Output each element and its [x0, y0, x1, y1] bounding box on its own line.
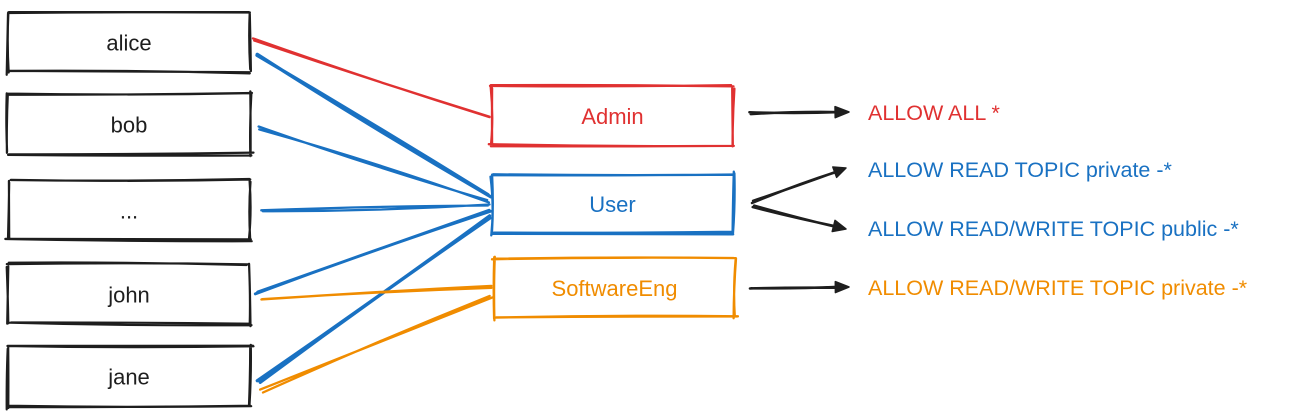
arrow-user-allow-read-private — [750, 166, 847, 205]
role-node-label: User — [589, 192, 635, 217]
user-node-label: bob — [111, 113, 148, 138]
edge-john-user — [253, 208, 493, 296]
user-node-label: john — [107, 283, 150, 308]
arrow-shaft — [751, 204, 840, 229]
arrowhead-icon — [834, 280, 850, 294]
edge-alice-user — [255, 52, 493, 199]
user-node-box — [5, 261, 253, 328]
edge-jane-user — [255, 214, 492, 384]
user-node-bob: bob — [5, 90, 255, 158]
user-node-label: ... — [120, 199, 138, 224]
arrow-admin-allow-all — [748, 105, 850, 119]
role-node-box — [490, 255, 740, 322]
user-node-box — [5, 90, 255, 158]
user-node-alice: alice — [5, 11, 252, 76]
user-node-jane: jane — [5, 343, 255, 411]
arrow-shaft — [750, 169, 840, 205]
user-node-label: alice — [106, 31, 151, 56]
permission-label-allow-all: ALLOW ALL * — [868, 101, 1000, 125]
user-node-john: john — [5, 261, 253, 328]
role-node-label: Admin — [581, 104, 643, 129]
permission-label-allow-rw-public: ALLOW READ/WRITE TOPIC public -* — [868, 217, 1239, 241]
edge-alice-admin — [251, 37, 491, 119]
role-node-box — [489, 170, 736, 237]
permission-label-allow-rw-private: ALLOW READ/WRITE TOPIC private -* — [868, 276, 1248, 300]
arrow-softwareeng-allow-rw-private — [748, 280, 850, 294]
role-node-user: User — [489, 170, 736, 237]
edge-john-softwareeng — [260, 284, 493, 301]
edge-ellipsis-user — [260, 203, 491, 213]
user-node-ellipsis: ... — [4, 177, 253, 243]
role-node-softwareeng: SoftwareEng — [490, 255, 740, 322]
edge-bob-user — [257, 125, 491, 204]
role-node-label: SoftwareEng — [552, 276, 678, 301]
role-node-admin: Admin — [487, 83, 736, 148]
arrow-shaft — [748, 110, 842, 116]
user-node-box — [5, 11, 252, 76]
arrowhead-icon — [834, 105, 850, 119]
user-node-label: jane — [107, 365, 150, 390]
arrowhead-icon — [832, 166, 847, 179]
permission-label-allow-read-private: ALLOW READ TOPIC private -* — [868, 158, 1173, 182]
arrow-user-allow-rw-public — [751, 204, 847, 233]
user-node-box — [5, 343, 255, 411]
role-node-box — [487, 83, 736, 148]
edge-jane-softwareeng — [258, 294, 494, 394]
user-node-box — [4, 177, 253, 243]
arrowhead-icon — [831, 219, 847, 233]
arrow-shaft — [748, 285, 842, 290]
